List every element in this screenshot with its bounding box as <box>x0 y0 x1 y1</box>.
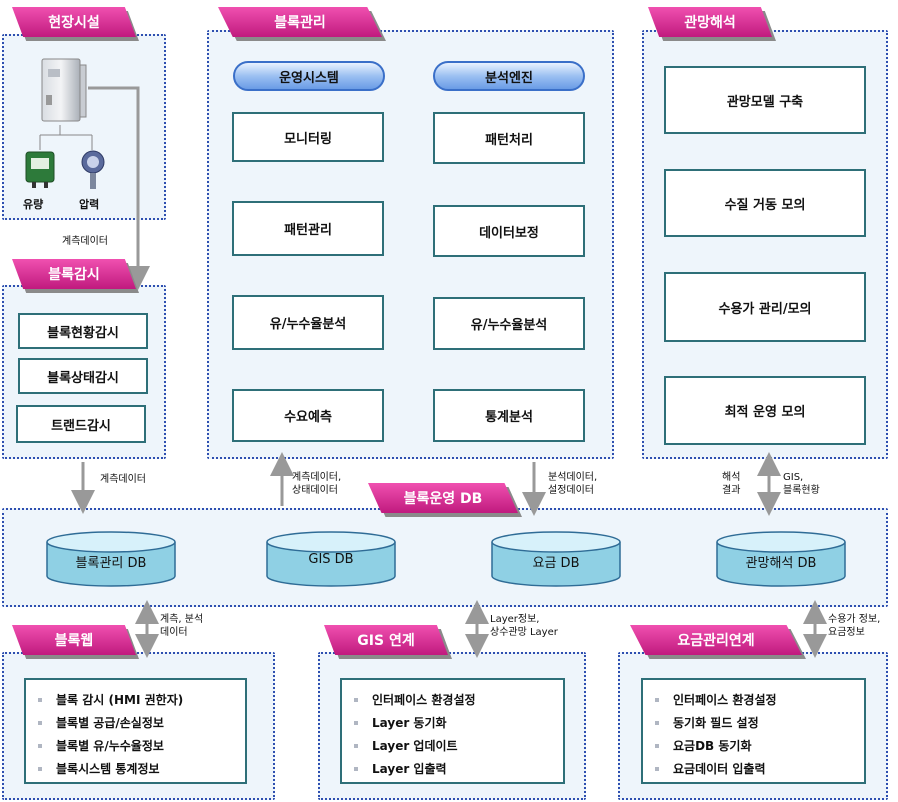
database-icon <box>266 531 396 587</box>
block-down-note: 분석데이터, 설정데이터 <box>548 471 597 497</box>
db-gis: GIS DB <box>265 530 397 588</box>
database-icon <box>491 531 621 587</box>
gis-note-line1: Layer정보, <box>490 614 540 625</box>
list-item: 요금데이터 입출력 <box>655 757 852 780</box>
db-billing: 요금 DB <box>490 530 622 588</box>
monitor-title-tag: 블록감시 <box>12 259 136 289</box>
monitor-item-trend: 트랜드감시 <box>16 405 146 443</box>
list-item: Layer 동기화 <box>354 711 551 734</box>
list-item: 블록별 유/누수율정보 <box>38 734 233 757</box>
web-note-line1: 계측, 분석 <box>160 614 204 625</box>
db-label: 요금 DB <box>532 556 580 571</box>
db-network: 관망해석 DB <box>715 530 847 588</box>
control-cabinet-icon <box>41 58 87 122</box>
engine-item-correction: 데이터보정 <box>433 205 585 257</box>
flowmeter-icon <box>25 151 55 188</box>
web-note: 계측, 분석 데이터 <box>160 613 203 639</box>
block-title-tag: 블록관리 <box>218 7 382 37</box>
network-left-note: 해석 결과 <box>722 471 740 497</box>
billing-note: 수용가 정보, 요금정보 <box>828 613 880 639</box>
billing-title-tag: 요금관리연계 <box>630 625 802 655</box>
network-right-note-line2: 블록현황 <box>783 485 820 496</box>
network-title-tag: 관망해석 <box>648 7 772 37</box>
list-item: 인터페이스 환경설정 <box>354 688 551 711</box>
network-item-optimal: 최적 운영 모의 <box>664 376 866 445</box>
network-item-quality: 수질 거동 모의 <box>664 169 866 237</box>
db-block-mgmt: 블록관리 DB <box>45 530 177 588</box>
web-note-line2: 데이터 <box>160 627 188 638</box>
web-title-tag: 블록웹 <box>12 625 136 655</box>
db-label: GIS DB <box>308 552 354 567</box>
list-item: 요금DB 동기화 <box>655 734 852 757</box>
pressure-gauge-icon <box>81 150 105 189</box>
flow-label: 유량 <box>23 198 44 211</box>
monitor-item-status: 블록현황감시 <box>18 313 148 349</box>
network-left-note-line1: 해석 <box>722 472 741 483</box>
ops-item-leak: 유/누수율분석 <box>232 295 384 350</box>
monitor-measure-note: 계측데이터 <box>100 474 146 485</box>
block-up-note: 계측데이터, 상태데이터 <box>292 471 341 497</box>
block-up-note-line2: 상태데이터 <box>292 485 338 496</box>
web-list: 블록 감시 (HMI 권한자) 블록별 공급/손실정보 블록별 유/누수율정보 … <box>24 678 247 784</box>
list-item: Layer 업데이트 <box>354 734 551 757</box>
db-title-tag: 블록운영 DB <box>368 483 518 513</box>
gis-list: 인터페이스 환경설정 Layer 동기화 Layer 업데이트 Layer 입출… <box>340 678 565 784</box>
billing-list: 인터페이스 환경설정 동기화 필드 설정 요금DB 동기화 요금데이터 입출력 <box>641 678 866 784</box>
list-item: Layer 입출력 <box>354 757 551 780</box>
block-down-note-line1: 분석데이터, <box>548 472 598 483</box>
db-label: 블록관리 DB <box>75 556 147 571</box>
network-item-consumer: 수용가 관리/모의 <box>664 272 866 342</box>
ops-item-pattern: 패턴관리 <box>232 201 384 256</box>
list-item: 블록 감시 (HMI 권한자) <box>38 688 233 711</box>
engine-item-stats: 통계분석 <box>433 389 585 442</box>
database-icon <box>46 531 176 587</box>
list-item: 블록시스템 통계정보 <box>38 757 233 780</box>
pressure-label: 압력 <box>79 198 100 211</box>
gis-note-line2: 상수관망 Layer <box>490 627 558 638</box>
ops-system-pill: 운영시스템 <box>233 61 385 91</box>
block-up-note-line1: 계측데이터, <box>292 472 342 483</box>
gis-note: Layer정보, 상수관망 Layer <box>490 613 558 639</box>
network-right-note-line1: GIS, <box>783 472 804 483</box>
network-left-note-line2: 결과 <box>722 485 741 496</box>
ops-item-monitoring: 모니터링 <box>232 112 384 162</box>
field-title-tag: 현장시설 <box>12 7 136 37</box>
list-item: 블록별 공급/손실정보 <box>38 711 233 734</box>
monitor-item-condition: 블록상태감시 <box>18 358 148 394</box>
network-right-note: GIS, 블록현황 <box>783 471 820 497</box>
engine-item-leak: 유/누수율분석 <box>433 297 585 350</box>
engine-item-pattern: 패턴처리 <box>433 112 585 164</box>
analysis-engine-pill: 분석엔진 <box>433 61 585 91</box>
network-item-model: 관망모델 구축 <box>664 66 866 134</box>
ops-item-demand: 수요예측 <box>232 389 384 442</box>
billing-note-line2: 요금정보 <box>828 627 865 638</box>
field-measure-note: 계측데이터 <box>62 236 108 247</box>
gis-title-tag: GIS 연계 <box>324 625 448 655</box>
list-item: 동기화 필드 설정 <box>655 711 852 734</box>
billing-note-line1: 수용가 정보, <box>828 614 881 625</box>
database-icon <box>716 531 846 587</box>
list-item: 인터페이스 환경설정 <box>655 688 852 711</box>
db-label: 관망해석 DB <box>745 556 817 571</box>
block-down-note-line2: 설정데이터 <box>548 485 594 496</box>
